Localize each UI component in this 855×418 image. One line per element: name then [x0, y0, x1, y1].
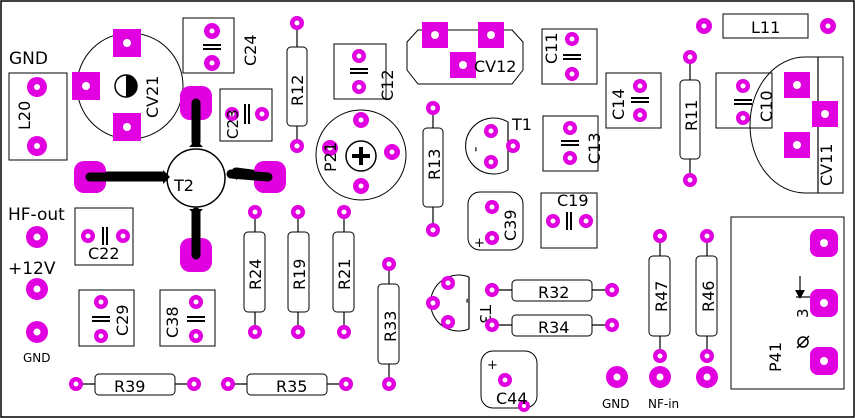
label-l20: L20	[15, 101, 34, 130]
label-cv21: CV21	[143, 76, 162, 118]
r24-resistor	[243, 205, 266, 339]
label-gnd-bottom: GND	[602, 397, 630, 411]
c29-capacitor	[78, 289, 135, 347]
l11-inductor	[696, 13, 836, 39]
hf-out-pad	[26, 226, 48, 248]
r12-resistor	[286, 16, 308, 153]
r34-resistor	[485, 314, 619, 337]
label-r47: R47	[652, 281, 671, 312]
label-gnd-left: GND	[23, 351, 51, 365]
plus12v-pad	[26, 278, 48, 300]
label-c19: C19	[557, 191, 589, 210]
c13-capacitor	[542, 115, 599, 172]
label-r24: R24	[246, 259, 265, 290]
label-c11: C11	[542, 32, 561, 64]
label-l11: L11	[751, 18, 780, 37]
r39-resistor	[69, 373, 201, 396]
label-minus-t1: -	[466, 147, 484, 152]
c38-capacitor	[159, 289, 216, 347]
r32-resistor	[485, 279, 619, 302]
label-r33: R33	[381, 311, 400, 342]
label-c39: C39	[501, 209, 520, 241]
r11-resistor	[679, 50, 701, 187]
t1-transistor	[465, 117, 520, 175]
c24-capacitor	[182, 17, 235, 74]
label-r19: R19	[290, 259, 309, 290]
label-c23: C23	[224, 109, 242, 139]
label-r11: R11	[682, 100, 701, 131]
r47-resistor	[648, 229, 671, 363]
cv21-trimmer-capacitor	[72, 29, 184, 141]
c44-capacitor	[480, 350, 538, 412]
label-c13: C13	[585, 132, 604, 164]
label-r35: R35	[276, 377, 307, 396]
label-plus-c39: +	[474, 236, 485, 251]
c39-capacitor	[467, 191, 524, 251]
label-c22: C22	[88, 244, 120, 263]
r46-resistor	[695, 229, 718, 363]
label-c38: C38	[163, 306, 182, 338]
label-plus-c44: +	[487, 358, 498, 373]
label-plus12v: +12V	[8, 259, 56, 279]
cv11-trimmer-capacitor	[749, 56, 844, 194]
label-p41: P41	[766, 342, 785, 372]
t3-transistor	[426, 274, 470, 332]
label-cv11: CV11	[817, 144, 836, 186]
c22-capacitor	[74, 207, 134, 266]
label-r46: R46	[699, 281, 718, 312]
c12-capacitor	[333, 43, 387, 100]
r21-resistor	[332, 205, 355, 339]
r19-resistor	[287, 205, 310, 339]
label-c29: C29	[113, 304, 132, 336]
r35-resistor	[221, 373, 353, 396]
label-c10: C10	[757, 90, 776, 122]
r33-resistor	[377, 257, 400, 391]
label-r39: R39	[114, 377, 145, 396]
l20-inductor	[8, 72, 68, 161]
label-t2: T2	[173, 176, 194, 195]
label-r12: R12	[288, 75, 307, 106]
c14-capacitor	[605, 72, 662, 129]
label-hf-out: HF-out	[8, 205, 65, 225]
nf-in-pads	[649, 366, 718, 388]
label-c14: C14	[609, 88, 628, 120]
label-nf-in: NF-in	[648, 397, 679, 411]
label-c24: C24	[241, 34, 260, 66]
label-cv12: CV12	[474, 57, 516, 76]
label-c44: C44	[496, 389, 528, 408]
c23-capacitor	[219, 88, 273, 142]
label-r21: R21	[335, 259, 354, 290]
c10-capacitor	[715, 72, 773, 129]
label-gnd-top: GND	[9, 49, 48, 69]
label-r32: R32	[538, 283, 569, 302]
label-c12: C12	[378, 69, 397, 101]
p21-potentiometer	[315, 109, 407, 201]
label-p21: P21	[321, 142, 340, 172]
p41-potentiometer	[730, 216, 845, 390]
label-r34: R34	[538, 318, 569, 337]
c11-capacitor	[541, 28, 598, 85]
gnd-left-pad	[26, 321, 48, 343]
cv12-trimmer-capacitor	[406, 22, 524, 85]
label-r13: R13	[425, 149, 444, 180]
label-p41-pin: 3	[794, 308, 812, 318]
t2-transistor	[74, 86, 286, 272]
label-t1: T1	[511, 115, 532, 134]
gnd-bottom-pad	[606, 366, 628, 388]
label-minus-t3: -	[459, 298, 477, 303]
r13-resistor	[422, 101, 444, 237]
c19-capacitor	[540, 192, 598, 249]
